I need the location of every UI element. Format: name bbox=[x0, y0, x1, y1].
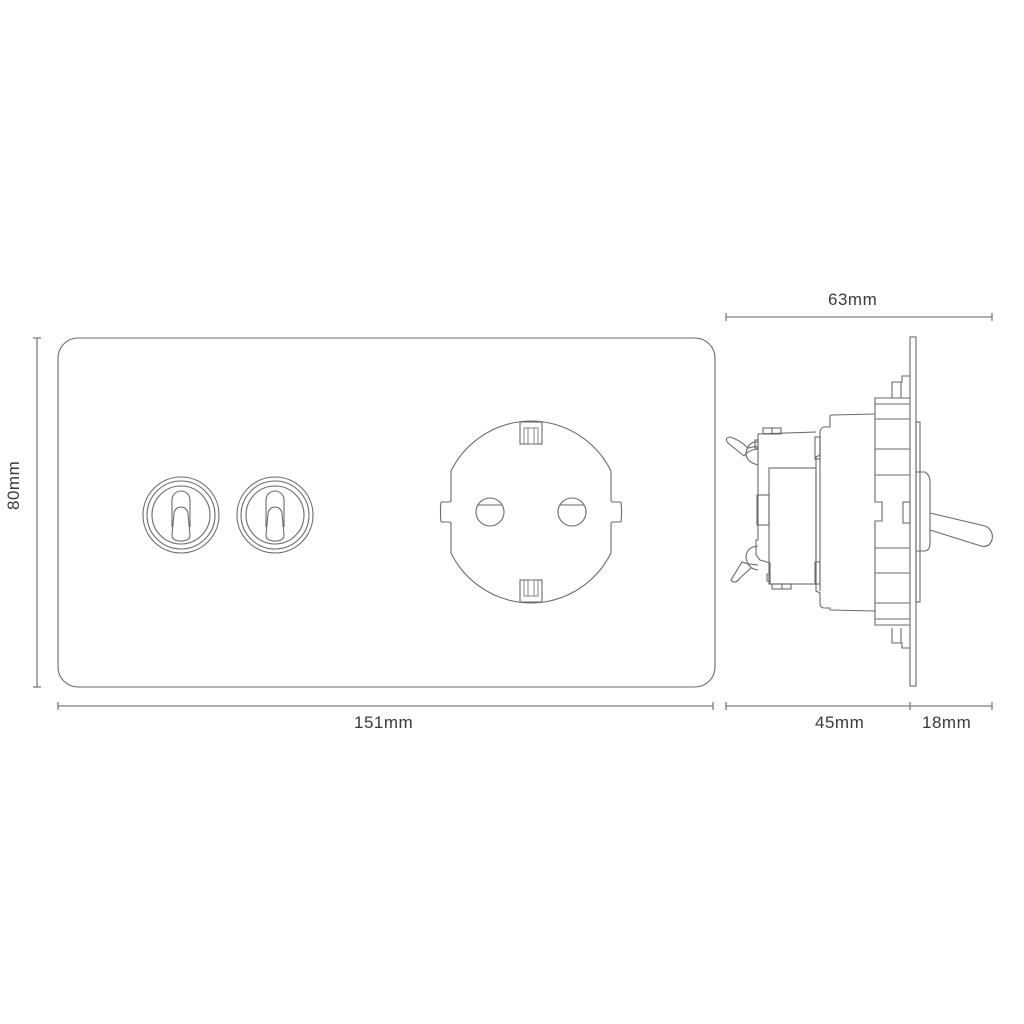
dimension-label-front-depth: 18mm bbox=[922, 713, 972, 732]
side-view bbox=[725, 336, 993, 687]
front-plate bbox=[57, 337, 716, 688]
side-terminal-wing-bottom bbox=[730, 561, 759, 583]
schuko-socket-icon bbox=[439, 420, 623, 604]
front-view bbox=[57, 337, 716, 688]
side-support-frame bbox=[874, 397, 910, 626]
toggle-switch-2-icon bbox=[236, 476, 314, 554]
side-terminal-block bbox=[755, 431, 817, 585]
dimension-label-width: 151mm bbox=[354, 713, 414, 732]
side-terminal-wing-top bbox=[725, 436, 759, 457]
toggle-switch-1-icon bbox=[142, 476, 220, 554]
dimension-lines bbox=[33, 313, 993, 710]
side-mechanism-housing bbox=[815, 413, 876, 612]
side-plate bbox=[909, 336, 917, 687]
dimension-label-total-depth: 63mm bbox=[828, 290, 878, 309]
dimension-label-height: 80mm bbox=[4, 460, 23, 510]
dimension-label-body-depth: 45mm bbox=[815, 713, 865, 732]
side-toggle-lever bbox=[929, 512, 993, 547]
